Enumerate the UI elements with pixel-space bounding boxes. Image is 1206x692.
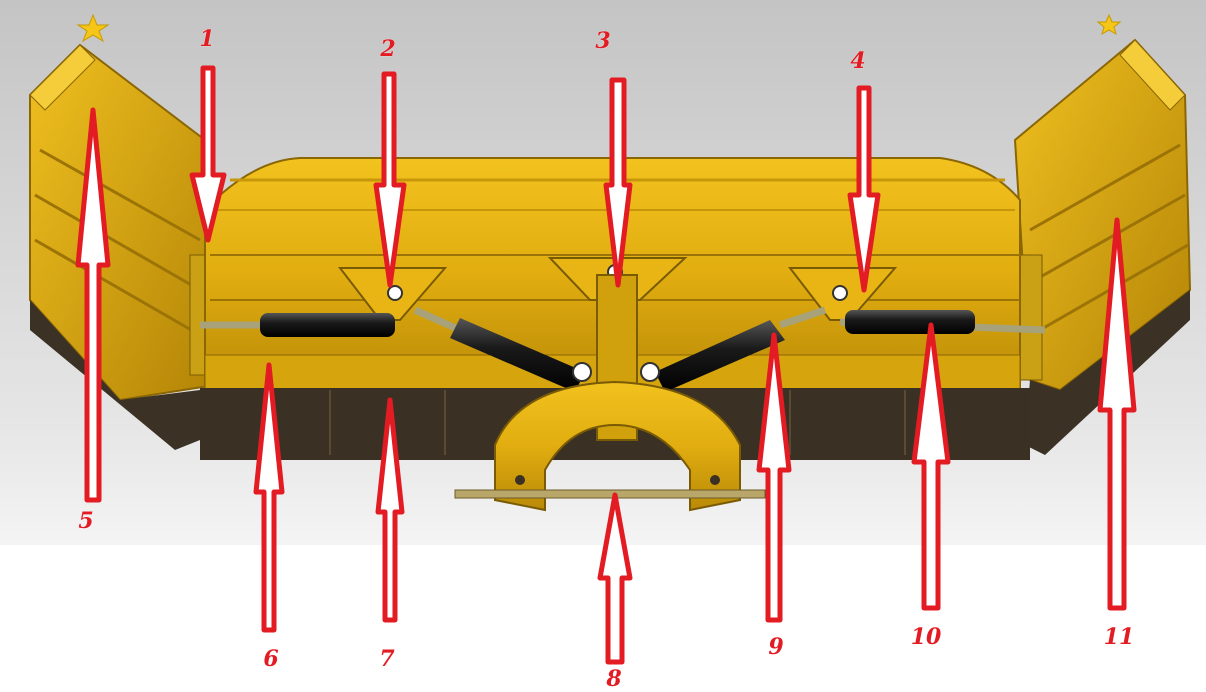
callout-label-1: 1 [199,26,215,52]
callout-label-5: 5 [78,508,94,534]
callout-label-3: 3 [595,28,611,54]
callout-arrow-3 [603,77,633,288]
callout-arrow-10 [911,322,951,611]
callout-arrows [75,65,1137,665]
callout-arrow-11 [1097,217,1137,611]
callout-arrow-4 [847,85,881,293]
callout-arrow-2 [373,71,407,288]
callout-label-9: 9 [768,634,784,660]
star-icon-left [76,13,110,43]
callout-arrow-5 [75,107,111,503]
center-mount-frame [454,362,766,512]
callout-label-6: 6 [263,646,279,672]
callout-label-7: 7 [379,646,395,672]
callout-label-8: 8 [606,666,622,692]
callout-arrow-6 [253,362,285,633]
callout-label-2: 2 [380,36,396,62]
star-icon-right [1096,13,1122,36]
callout-arrow-1 [189,65,227,243]
callout-label-11: 11 [1103,624,1135,650]
callout-label-4: 4 [850,48,866,74]
left-wing [29,43,217,450]
callout-label-10: 10 [910,624,942,650]
callout-arrow-7 [375,397,405,623]
callout-arrow-8 [597,492,633,665]
callout-arrow-9 [756,332,792,623]
hydraulic-cylinders [200,306,1046,392]
